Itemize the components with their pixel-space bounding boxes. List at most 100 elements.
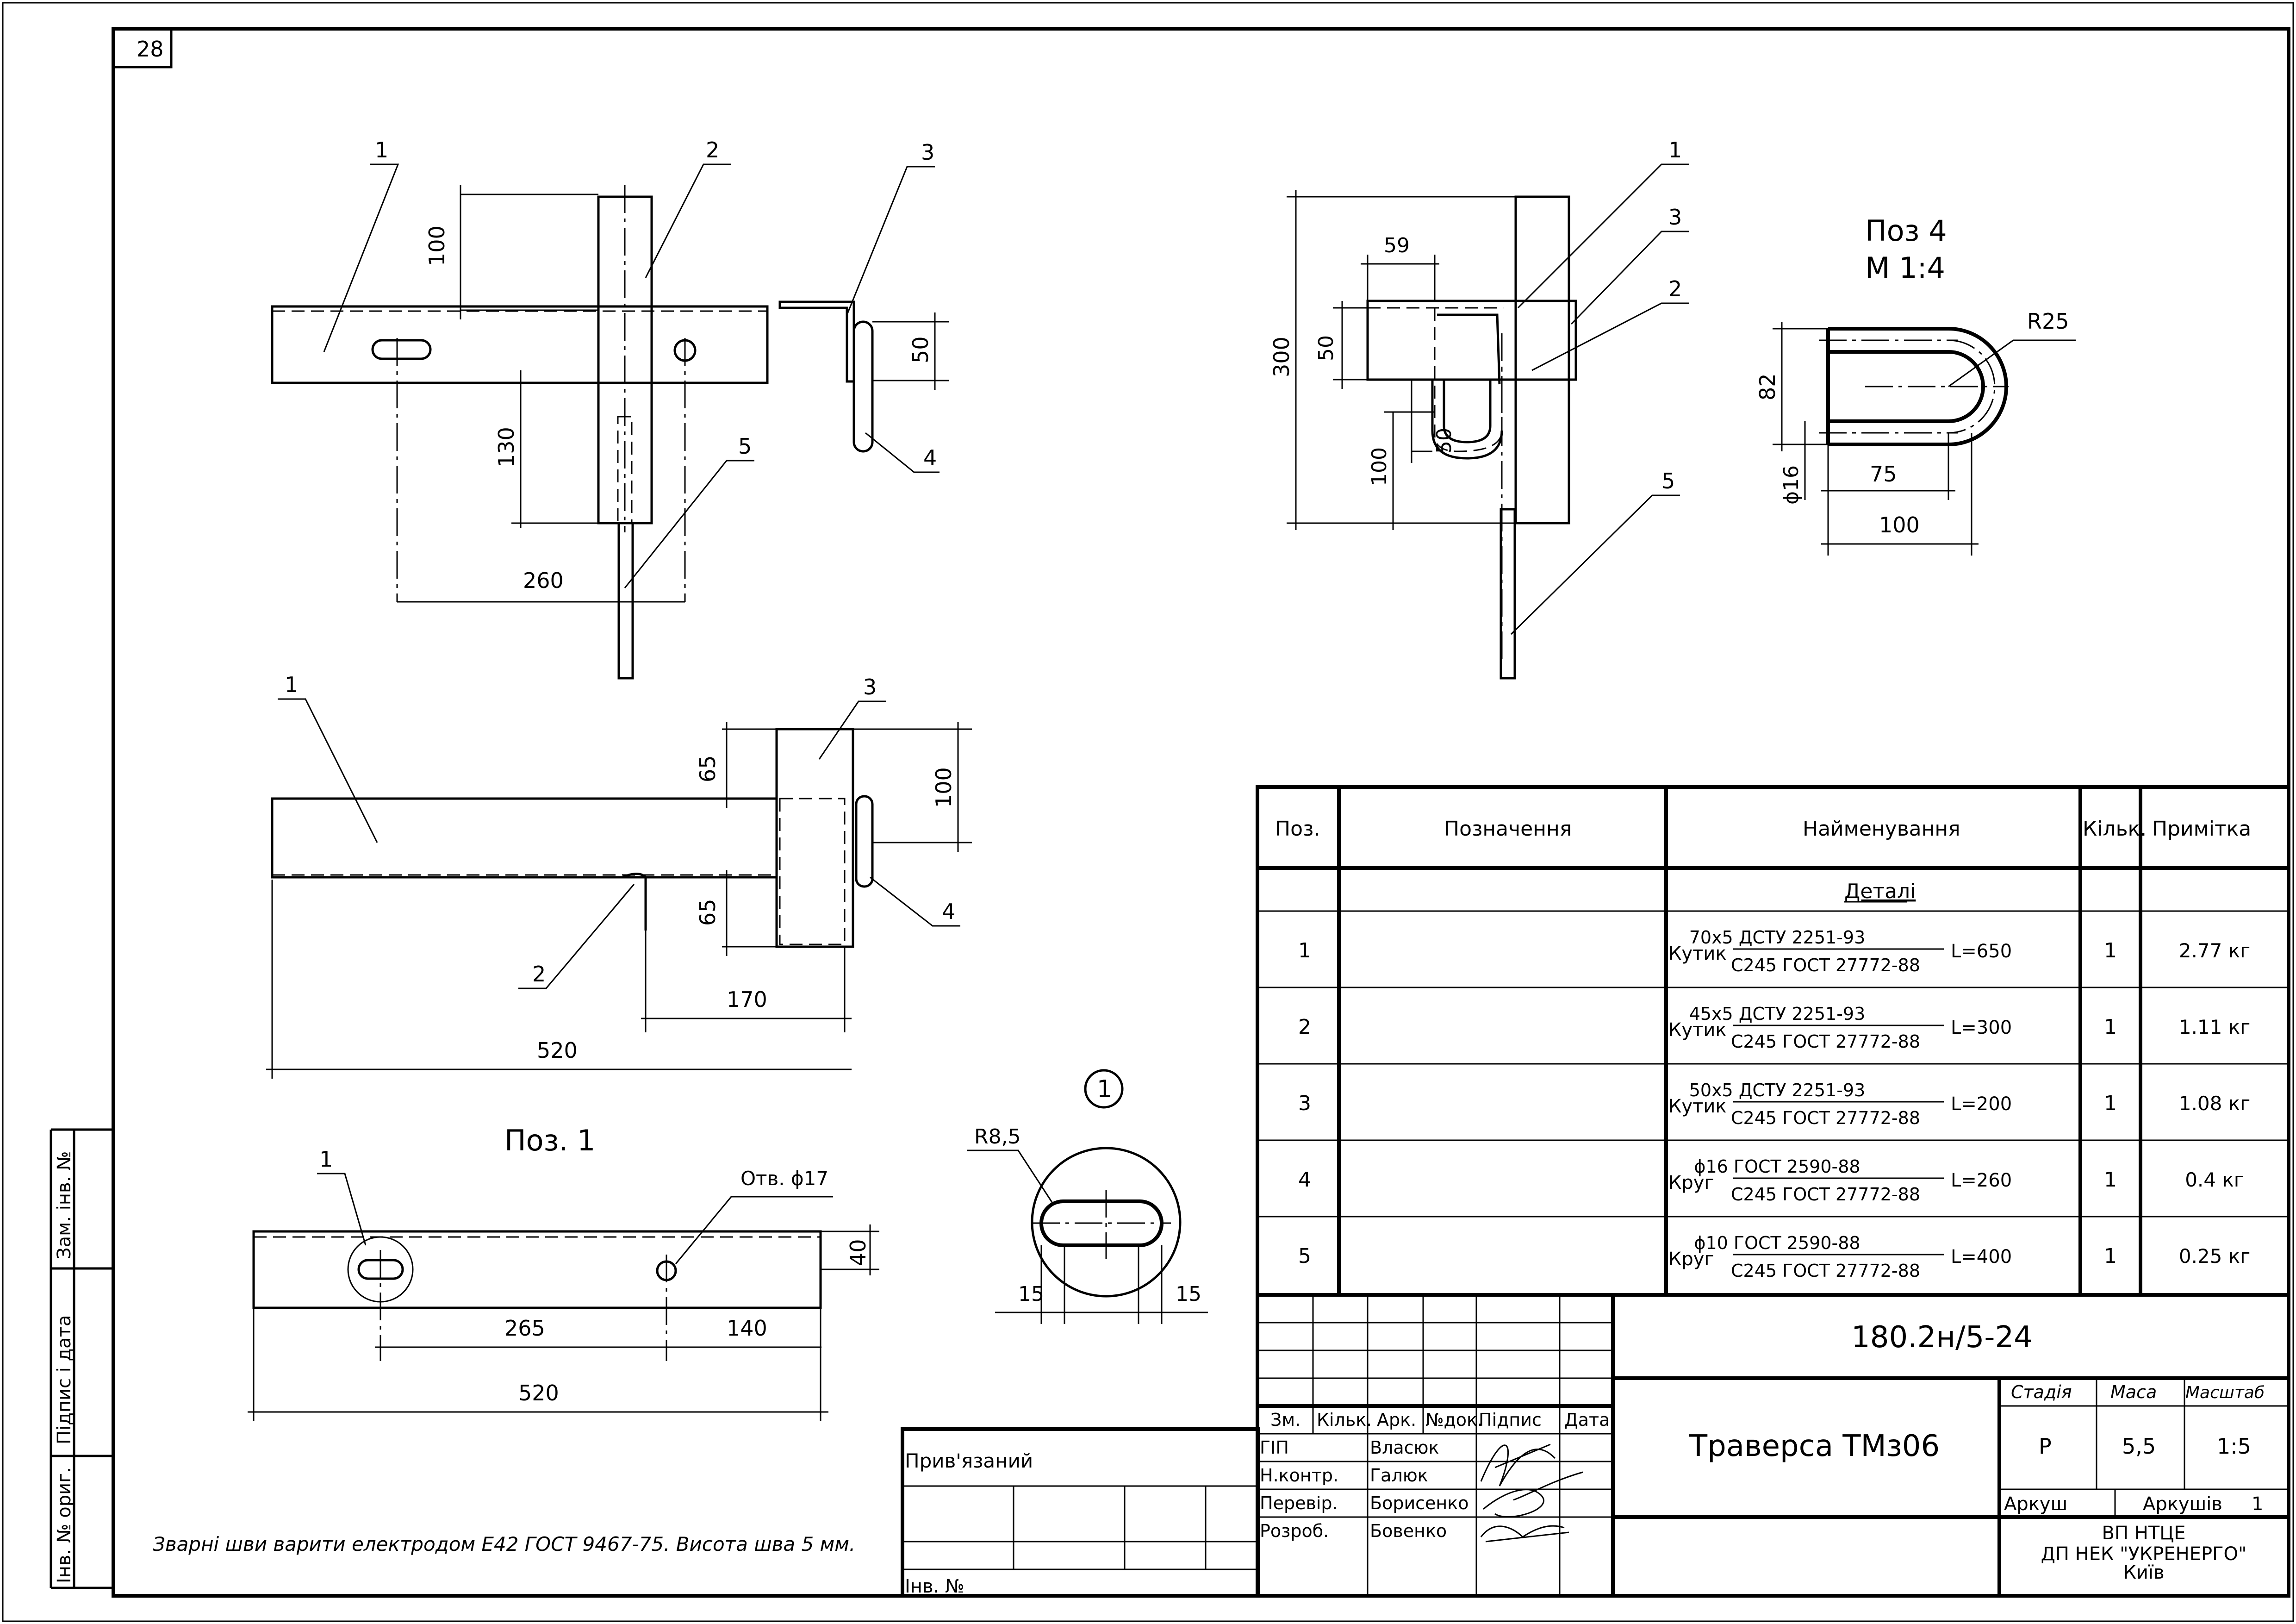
view-top-right: 59 300 50 50 100 1 3 2 5 <box>1269 137 1689 680</box>
pos1-dim-520: 520 <box>518 1380 559 1405</box>
name-1: Галюк <box>1370 1465 1428 1486</box>
pos4-dim-d16: ϕ16 <box>1780 465 1803 505</box>
pos1-label-1: 1 <box>319 1147 333 1172</box>
label-3-top: 3 <box>921 140 934 165</box>
signature-2 <box>1483 1471 1583 1518</box>
spec-row-qty: 1 <box>2104 1092 2117 1115</box>
spec-row-pos: 3 <box>1298 1092 1311 1115</box>
title-block: Прив'язаний Інв. № Зм. Кільк. Арк. №док.… <box>901 1293 2290 1598</box>
label-4-top: 4 <box>923 445 937 470</box>
spec-row-kind: Кутик <box>1668 943 1727 964</box>
spec-row-bottom: С245 ГОСТ 27772-88 <box>1731 955 1920 975</box>
view-middle-left: 65 100 65 170 520 1 2 3 4 <box>266 672 972 1079</box>
detail-marker: 1 <box>1097 1075 1112 1103</box>
spec-row-note: 1.08 кг <box>2179 1092 2250 1115</box>
label-5-top: 5 <box>738 434 752 459</box>
tr-dim-59: 59 <box>1384 234 1410 257</box>
role-0: ГІП <box>1260 1437 1289 1458</box>
label-4-mid: 4 <box>942 899 955 924</box>
spec-row-top: 45x5 ДСТУ 2251-93 <box>1689 1004 1866 1024</box>
spec-row-note: 2.77 кг <box>2179 939 2250 962</box>
stamp-orig-inv: Інв. № ориг. <box>54 1467 75 1583</box>
tr-label-1: 1 <box>1668 137 1682 162</box>
spec-row-qty: 1 <box>2104 939 2117 962</box>
role-3: Розроб. <box>1260 1521 1329 1541</box>
org-line-1: ВП НТЦЕ <box>2102 1523 2185 1544</box>
label-2-top: 2 <box>706 137 719 162</box>
org-line-2: ДП НЕК "УКРЕНЕРГО" <box>2041 1543 2247 1565</box>
name-2: Борисенко <box>1370 1493 1468 1513</box>
detail-dim-15-left: 15 <box>1018 1282 1044 1306</box>
dim-260: 260 <box>523 568 564 593</box>
dim-130: 130 <box>494 427 519 468</box>
linked-label: Прив'язаний <box>905 1449 1033 1472</box>
dim-520-mid: 520 <box>537 1038 578 1063</box>
spec-header-qty: Кільк. <box>2083 817 2147 841</box>
spec-row-bottom: С245 ГОСТ 27772-88 <box>1731 1261 1920 1281</box>
signature-3 <box>1480 1525 1569 1543</box>
role-1: Н.контр. <box>1260 1465 1338 1486</box>
chg-header-doc: №док. <box>1425 1410 1483 1430</box>
view-pos1: Поз. 1 40 265 140 520 1 Отв. ϕ17 <box>248 1124 879 1421</box>
spec-row-length: L=400 <box>1951 1246 2012 1268</box>
pos4-title: Поз 4 <box>1865 214 1947 248</box>
dim-65-upper: 65 <box>695 755 720 782</box>
spec-header-pos: Поз. <box>1275 817 1320 841</box>
mass-label: Маса <box>2110 1382 2157 1402</box>
sheets-label: Аркушів <box>2143 1493 2222 1515</box>
spec-header-name: Найменування <box>1803 817 1960 841</box>
tr-dim-50-a: 50 <box>1314 335 1338 361</box>
spec-row-top: 50x5 ДСТУ 2251-93 <box>1689 1080 1866 1100</box>
spec-row-kind: Кутик <box>1668 1019 1727 1041</box>
pos4-dim-100: 100 <box>1879 512 1920 537</box>
sheet-number: 28 <box>137 37 164 62</box>
label-2-mid: 2 <box>532 962 546 987</box>
dim-50-top: 50 <box>908 336 933 363</box>
spec-row-length: L=650 <box>1951 941 2012 962</box>
dim-100-top: 100 <box>424 225 449 266</box>
welding-note: Зварні шви варити електродом Е42 ГОСТ 94… <box>153 1533 855 1555</box>
name-3: Бовенко <box>1370 1521 1447 1541</box>
detail-radius: R8,5 <box>974 1125 1021 1149</box>
stamp-replace-inv: Зам. інв. № <box>54 1151 75 1259</box>
dim-170: 170 <box>727 987 767 1012</box>
label-1-top: 1 <box>375 137 388 162</box>
spec-row-pos: 5 <box>1298 1244 1311 1268</box>
spec-row-length: L=260 <box>1951 1170 2012 1191</box>
pos4-scale: М 1:4 <box>1865 251 1945 285</box>
label-3-mid: 3 <box>863 675 877 700</box>
spec-row-note: 0.25 кг <box>2179 1245 2250 1268</box>
side-stamp: Зам. інв. № Підпис і дата Інв. № ориг. <box>50 1128 113 1589</box>
detail-dim-15-right: 15 <box>1176 1282 1201 1306</box>
dim-65-lower: 65 <box>695 899 720 926</box>
sheets-value: 1 <box>2252 1493 2263 1515</box>
chg-header-zm: Зм. <box>1270 1410 1300 1430</box>
spec-row-note: 1.11 кг <box>2179 1016 2250 1038</box>
pos4-dim-82: 82 <box>1755 373 1780 400</box>
view-pos4: Поз 4 М 1:4 R25 82 ϕ16 75 100 <box>1755 214 2076 556</box>
chg-header-qty: Кільк. <box>1317 1410 1372 1430</box>
view-top-left: 100 50 130 260 1 2 3 4 5 <box>271 137 949 680</box>
sheet-label: Аркуш <box>2004 1493 2067 1515</box>
signature-1 <box>1480 1443 1556 1487</box>
spec-table: Поз. Позначення Найменування Кільк. Прим… <box>1256 785 2290 1297</box>
stage-value: Р <box>2039 1434 2052 1459</box>
view-detail-1: 1 R8,5 15 15 <box>967 1069 1208 1324</box>
chg-header-date: Дата <box>1564 1410 1610 1430</box>
spec-row-bottom: С245 ГОСТ 27772-88 <box>1731 1184 1920 1205</box>
pos4-dim-75: 75 <box>1870 462 1897 487</box>
spec-header-note: Примітка <box>2152 817 2251 841</box>
pos1-dim-265: 265 <box>504 1316 545 1341</box>
spec-row-bottom: С245 ГОСТ 27772-88 <box>1731 1108 1920 1128</box>
spec-header-designation: Позначення <box>1444 817 1572 841</box>
tr-label-5: 5 <box>1661 468 1675 493</box>
pos1-dim-40: 40 <box>846 1239 871 1266</box>
tr-dim-50-b: 50 <box>1432 428 1456 454</box>
chg-header-sign: Підпис <box>1479 1410 1542 1430</box>
spec-row-note: 0.4 кг <box>2185 1168 2244 1191</box>
spec-section: Деталі <box>1844 880 1916 903</box>
doc-code: 180.2н/5-24 <box>1851 1320 2033 1355</box>
pos1-title: Поз. 1 <box>504 1124 595 1157</box>
